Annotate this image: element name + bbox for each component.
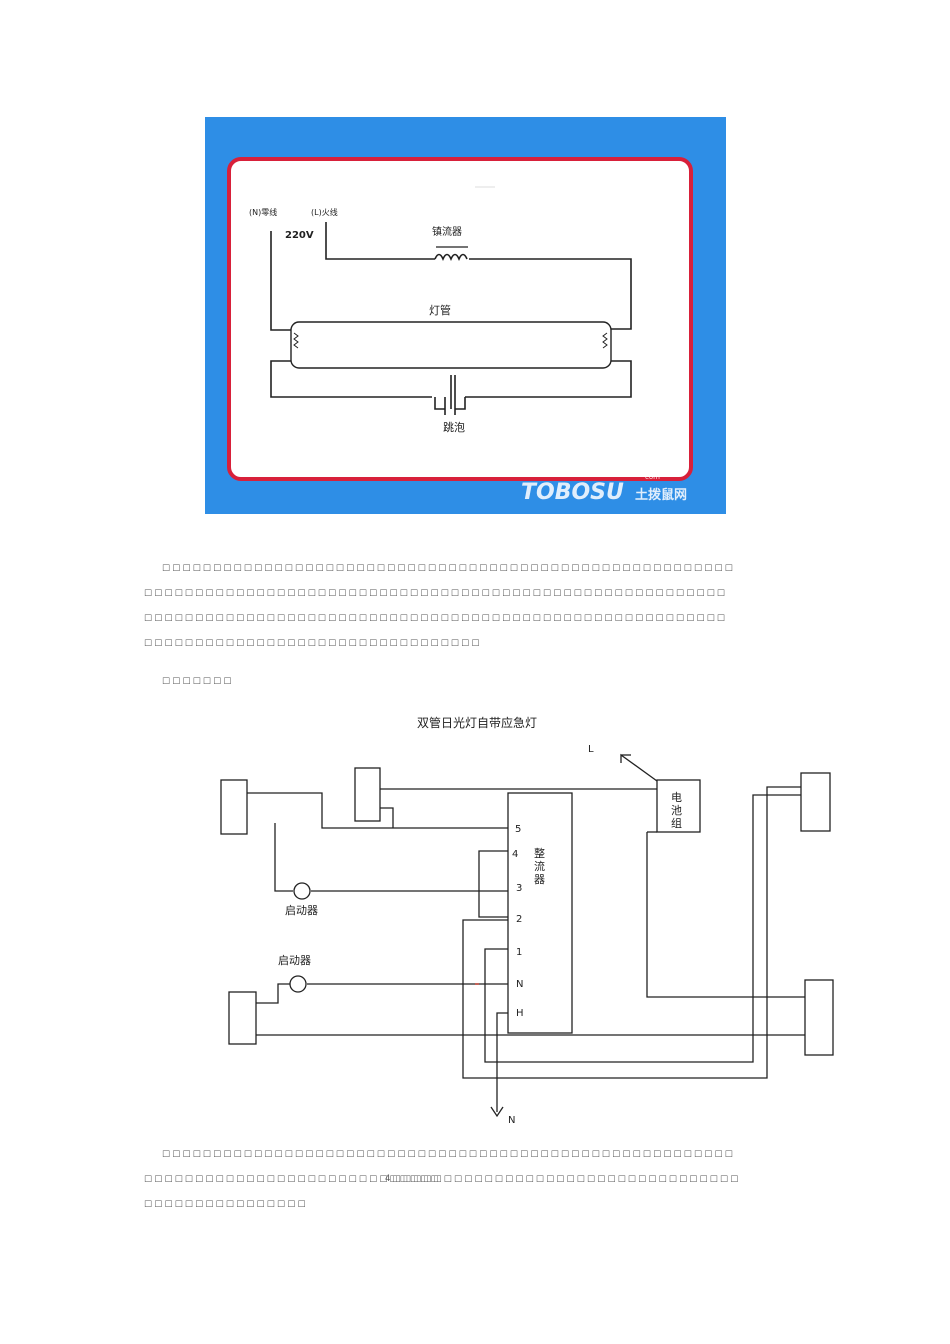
watermark-com: com [645, 473, 660, 481]
pin-2-label: 2 [516, 914, 522, 925]
paragraph-2-line-2a: □□□□□□□□□□□□□□□□□□□□□□□□□□□□□ [144, 1174, 441, 1184]
starter-2-icon [289, 975, 307, 993]
watermark-cn: 土拨鼠网 [635, 487, 687, 503]
paragraph-2-line-3: □□□□□□□□□□□□□□□□ [144, 1199, 308, 1209]
voltage-label: 220V [285, 230, 314, 241]
paragraph-1-line-2: □□□□□□□□□□□□□□□□□□□□□□□□□□□□□□□□□□□□□□□□… [144, 588, 728, 598]
live-L-label: L [588, 744, 594, 755]
pin-3-label: 3 [516, 883, 522, 894]
circuit-wires [270, 222, 632, 415]
tobosu-watermark: TOBOSU com 土拨鼠网 [521, 473, 687, 505]
pin-N-label: N [516, 979, 523, 990]
figure-caption: □□□□□□□ [162, 676, 234, 686]
filament-right [602, 332, 608, 349]
battery-char-1: 电 [671, 791, 682, 804]
live-label: (L)火线 [311, 207, 338, 217]
filament-left [293, 332, 299, 349]
ballast-label: 镇流器 [432, 225, 462, 238]
battery-char-3: 组 [671, 816, 682, 830]
paragraph-1-line-1: □□□□□□□□□□□□□□□□□□□□□□□□□□□□□□□□□□□□□□□□… [162, 563, 735, 573]
wires [220, 753, 834, 1118]
paragraph-2-line-2b: 4□□□□□□□□□□□□□□□□□□□□□□□□□□□□□□□□□□ [385, 1174, 741, 1184]
pin-4-label: 4 [512, 849, 518, 860]
ballast-coil [434, 253, 468, 261]
ballast-char-3: 器 [534, 873, 545, 886]
pin-5-label: 5 [515, 824, 521, 835]
tube-label: 灯管 [429, 303, 451, 317]
battery-char-2: 池 [671, 804, 682, 817]
paragraph-2-line-1: □□□□□□□□□□□□□□□□□□□□□□□□□□□□□□□□□□□□□□□□… [162, 1149, 735, 1159]
neutral-label: (N)零线 [249, 207, 277, 217]
starter-1-icon [293, 882, 311, 900]
starter-1-label: 启动器 [285, 904, 318, 917]
watermark-brand: TOBOSU [521, 480, 624, 505]
pin-1-label: 1 [516, 947, 522, 958]
paragraph-1-line-3: □□□□□□□□□□□□□□□□□□□□□□□□□□□□□□□□□□□□□□□□… [144, 613, 728, 623]
fluorescent-wiring-diagram: (N)零线 (L)火线 220V 镇流器 灯管 灯丝 灯丝 跳泡 TOBOSU … [205, 117, 726, 514]
tube-body [290, 321, 612, 369]
starter-2-label: 启动器 [278, 954, 311, 967]
paragraph-1-line-4: □□□□□□□□□□□□□□□□□□□□□□□□□□□□□□□□□ [144, 638, 482, 648]
starter-label: 跳泡 [443, 420, 465, 434]
neutral-N-label: N [508, 1115, 515, 1126]
diagram-title: 双管日光灯自带应急灯 [417, 715, 537, 730]
ballast-char-1: 整 [534, 846, 545, 860]
pin-H-label: H [516, 1008, 524, 1019]
ballast-char-2: 流 [534, 859, 545, 873]
diagram-frame [227, 157, 693, 481]
emergency-light-diagram: 双管日光灯自带应急灯 L [220, 715, 834, 1126]
